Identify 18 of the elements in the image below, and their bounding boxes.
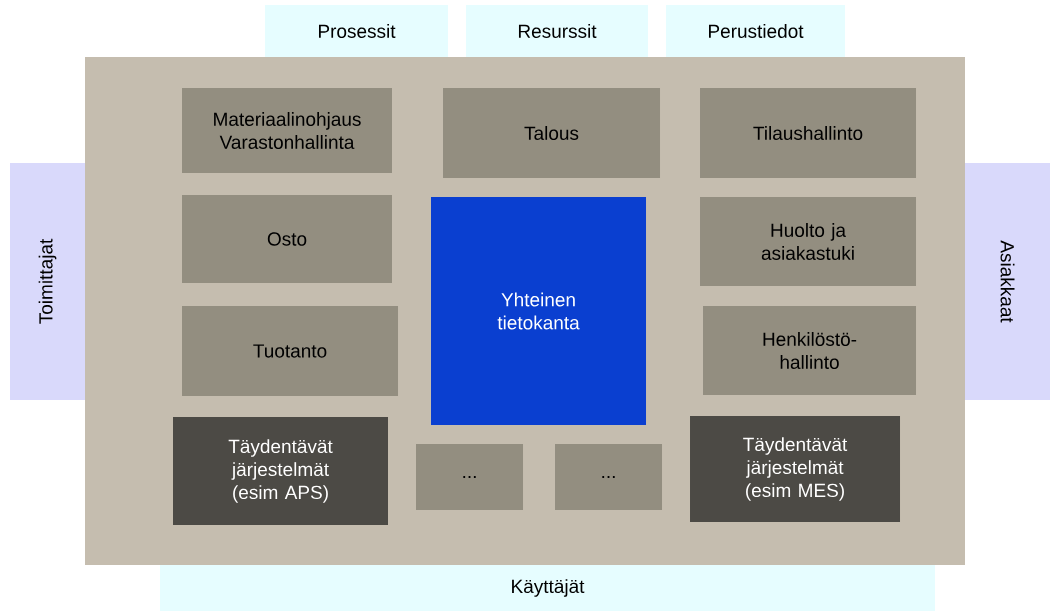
module-box: Henkilöstö- hallinto — [703, 306, 916, 395]
module-box: Talous — [443, 88, 660, 178]
module-box: ... — [555, 444, 662, 510]
module-box: Tilaushallinto — [700, 88, 916, 178]
module-box: Osto — [182, 195, 392, 283]
module-box: Huolto ja asiakastuki — [700, 197, 916, 286]
module-box: ... — [416, 444, 523, 510]
database-box: Yhteinen tietokanta — [431, 197, 646, 425]
side-band: Toimittajat — [10, 163, 85, 400]
side-band: Asiakkaat — [965, 163, 1050, 400]
system-box: Täydentävät järjestelmät (esim MES) — [690, 416, 900, 522]
module-box: Materiaalinohjaus Varastonhallinta — [182, 88, 392, 173]
system-box: Täydentävät järjestelmät (esim APS) — [173, 417, 388, 525]
module-box: Tuotanto — [182, 306, 398, 396]
heading-tab: Perustiedot — [666, 5, 845, 57]
heading-tab: Resurssit — [466, 5, 648, 57]
heading-tab: Prosessit — [265, 5, 448, 57]
bottom-band: Käyttäjät — [160, 565, 935, 611]
